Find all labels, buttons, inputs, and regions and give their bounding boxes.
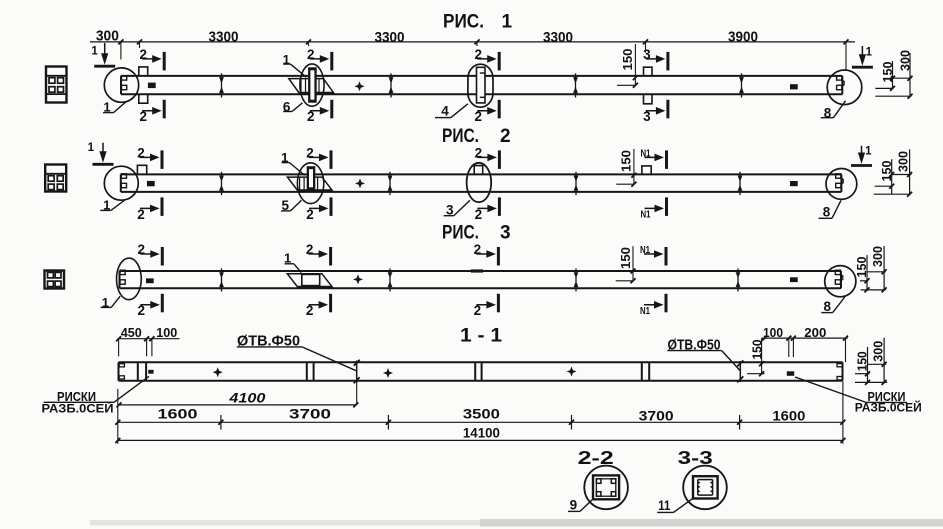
svg-text:150: 150	[881, 61, 895, 82]
svg-text:3: 3	[643, 47, 651, 62]
svg-text:РИС.: РИС.	[442, 126, 479, 147]
svg-text:300: 300	[897, 151, 911, 172]
svg-text:300: 300	[96, 28, 119, 44]
svg-text:14100: 14100	[463, 425, 500, 441]
svg-text:N1: N1	[641, 209, 651, 221]
svg-text:8: 8	[823, 204, 831, 219]
svg-text:100: 100	[763, 326, 783, 340]
svg-text:2: 2	[138, 303, 146, 318]
svg-text:3: 3	[500, 223, 511, 244]
svg-text:3: 3	[643, 109, 651, 124]
svg-text:2-2: 2-2	[578, 448, 614, 468]
svg-text:N1: N1	[640, 244, 650, 256]
svg-text:2: 2	[306, 207, 314, 222]
svg-text:8: 8	[823, 299, 831, 314]
svg-text:3-3: 3-3	[678, 448, 713, 468]
svg-text:РИС.: РИС.	[442, 223, 479, 244]
svg-text:3300: 3300	[209, 30, 239, 46]
svg-text:1: 1	[502, 11, 513, 32]
svg-text:РАЗБ.0СЕЙ: РАЗБ.0СЕЙ	[855, 400, 922, 415]
svg-text:1: 1	[102, 295, 109, 310]
svg-text:2: 2	[474, 109, 482, 124]
svg-text:3500: 3500	[463, 406, 500, 422]
svg-text:2: 2	[475, 207, 483, 222]
svg-text:9: 9	[570, 498, 578, 513]
svg-text:ØТВ.Ф50: ØТВ.Ф50	[237, 333, 300, 350]
svg-text:2: 2	[307, 47, 315, 62]
svg-text:4: 4	[441, 103, 449, 118]
svg-text:3900: 3900	[728, 30, 758, 46]
svg-text:3300: 3300	[543, 30, 573, 46]
svg-text:11: 11	[658, 498, 670, 513]
svg-text:4100: 4100	[228, 390, 265, 406]
svg-text:1600: 1600	[158, 406, 198, 422]
svg-text:300: 300	[899, 50, 913, 71]
svg-text:1: 1	[91, 45, 98, 57]
svg-text:N1: N1	[640, 305, 650, 317]
svg-text:2: 2	[474, 242, 482, 257]
svg-text:150: 150	[880, 160, 894, 181]
svg-text:2: 2	[139, 109, 147, 124]
svg-text:8: 8	[824, 106, 832, 121]
svg-text:2: 2	[137, 146, 145, 161]
svg-text:1: 1	[103, 100, 110, 115]
svg-text:1: 1	[865, 146, 872, 158]
svg-text:1: 1	[88, 142, 95, 154]
svg-text:150: 150	[856, 351, 870, 371]
svg-text:150: 150	[618, 247, 633, 269]
svg-text:РИС.: РИС.	[443, 12, 484, 33]
svg-text:N1: N1	[641, 147, 651, 159]
svg-text:3700: 3700	[289, 406, 331, 422]
svg-text:200: 200	[804, 326, 826, 340]
svg-text:150: 150	[620, 49, 635, 71]
svg-text:3300: 3300	[375, 30, 405, 46]
svg-text:3700: 3700	[639, 408, 674, 424]
svg-text:2: 2	[306, 242, 314, 257]
svg-text:6: 6	[283, 100, 291, 115]
svg-text:300: 300	[872, 341, 886, 362]
svg-text:2: 2	[474, 303, 482, 318]
svg-text:1 - 1: 1 - 1	[460, 325, 502, 346]
svg-text:150: 150	[619, 150, 634, 172]
svg-text:2: 2	[474, 47, 482, 62]
svg-text:2: 2	[137, 207, 145, 222]
svg-text:РИСКИ: РИСКИ	[57, 389, 96, 404]
svg-text:300: 300	[871, 246, 885, 267]
svg-text:150: 150	[855, 256, 869, 277]
svg-text:РИСКИ: РИСКИ	[868, 389, 906, 404]
svg-text:2: 2	[138, 242, 146, 257]
svg-text:450: 450	[121, 326, 142, 340]
svg-text:2: 2	[306, 146, 314, 161]
svg-text:2: 2	[475, 146, 483, 161]
svg-text:1: 1	[284, 251, 291, 266]
svg-text:РАЗБ.0СЕЙ: РАЗБ.0СЕЙ	[42, 401, 114, 416]
svg-text:1: 1	[283, 52, 290, 67]
svg-text:3: 3	[446, 203, 454, 218]
svg-text:100: 100	[156, 326, 177, 340]
svg-text:2: 2	[307, 109, 315, 124]
svg-text:1: 1	[103, 198, 110, 213]
svg-text:ØТВ.Ф50: ØТВ.Ф50	[668, 337, 721, 354]
svg-text:2: 2	[306, 303, 314, 318]
svg-text:2: 2	[500, 126, 511, 147]
svg-text:2: 2	[139, 47, 147, 62]
svg-text:1600: 1600	[772, 408, 805, 424]
svg-text:150: 150	[751, 339, 765, 359]
svg-text:1: 1	[866, 47, 873, 59]
svg-text:5: 5	[281, 198, 289, 213]
svg-text:1: 1	[281, 150, 288, 165]
